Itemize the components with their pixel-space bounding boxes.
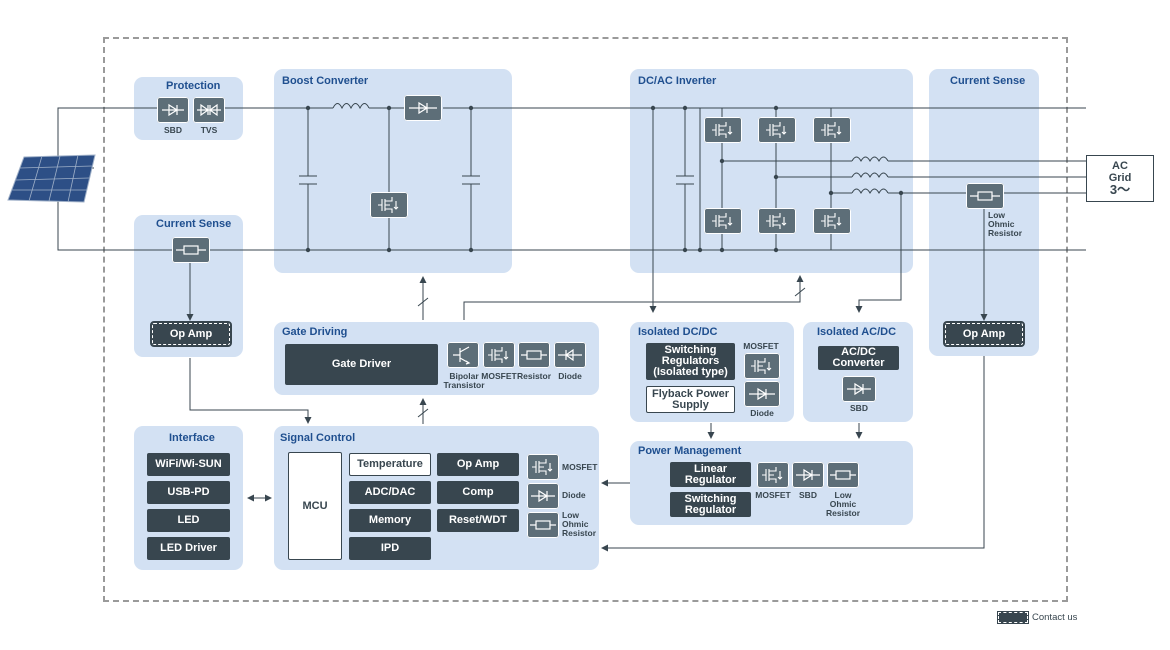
pm-mosfet-icon[interactable] xyxy=(757,462,789,488)
reset-wdt-chip[interactable]: Reset/WDT xyxy=(437,509,519,532)
isodcdc-diode-label: Diode xyxy=(750,408,774,418)
current-sense-right-title: Current Sense xyxy=(950,75,1026,87)
boost-converter-title: Boost Converter xyxy=(282,75,369,87)
isolated-acdc-title: Isolated AC/DC xyxy=(817,326,897,338)
adc-dac-chip[interactable]: ADC/DAC xyxy=(349,481,431,504)
sbd-diode-icon[interactable] xyxy=(157,97,189,123)
contact-us-swatch xyxy=(997,611,1029,624)
pm-sbd-icon[interactable] xyxy=(792,462,824,488)
gd-mosfet-icon[interactable] xyxy=(483,342,515,368)
gate-driver-chip[interactable]: Gate Driver xyxy=(285,344,438,385)
ipd-chip[interactable]: IPD xyxy=(349,537,431,560)
dcac-inverter-title: DC/AC Inverter xyxy=(638,75,717,87)
power-management-title: Power Management xyxy=(638,445,742,457)
gd-resistor-icon[interactable] xyxy=(518,342,550,368)
sc-mosfet-icon[interactable] xyxy=(527,454,559,480)
isolated-dcdc-title: Isolated DC/DC xyxy=(638,326,718,338)
isoacdc-sbd-label: SBD xyxy=(850,403,868,413)
sc-diode-label: Diode xyxy=(562,490,586,500)
pm-sbd-label: SBD xyxy=(799,490,817,500)
isodcdc-mosfet-label: MOSFET xyxy=(743,341,779,351)
tvs-label: TVS xyxy=(200,125,218,135)
isodcdc-mosfet-icon[interactable] xyxy=(744,353,780,379)
solar-panel-icon xyxy=(7,154,96,203)
gd-mosfet-label: MOSFET xyxy=(481,371,517,381)
bipolar-transistor-icon[interactable] xyxy=(447,342,479,368)
ac-grid-line-2: Grid xyxy=(1108,172,1132,184)
memory-chip[interactable]: Memory xyxy=(349,509,431,532)
sc-op-amp-chip[interactable]: Op Amp xyxy=(437,453,519,476)
sc-mosfet-label: MOSFET xyxy=(562,462,598,472)
comp-chip[interactable]: Comp xyxy=(437,481,519,504)
inverter-mosfet-5-icon[interactable] xyxy=(758,208,796,234)
boost-converter-block xyxy=(274,69,512,273)
right-shunt-resistor-icon[interactable] xyxy=(966,183,1004,209)
temperature-chip[interactable]: Temperature xyxy=(349,453,431,476)
current-sense-left-title: Current Sense xyxy=(156,218,232,230)
usb-pd-chip[interactable]: USB-PD xyxy=(147,481,230,504)
interface-title: Interface xyxy=(169,432,215,444)
ac-grid-line-1: AC xyxy=(1112,160,1128,172)
isodcdc-diode-icon[interactable] xyxy=(744,381,780,407)
led-driver-chip[interactable]: LED Driver xyxy=(147,537,230,560)
left-shunt-resistor-icon[interactable] xyxy=(172,237,210,263)
inverter-mosfet-1-icon[interactable] xyxy=(704,117,742,143)
protection-title: Protection xyxy=(166,80,221,92)
gate-driving-title: Gate Driving xyxy=(282,326,348,338)
boost-diode-icon[interactable] xyxy=(404,95,442,121)
ac-grid-line-3: 3～ xyxy=(1109,182,1131,197)
isoacdc-sbd-icon[interactable] xyxy=(842,376,876,402)
led-chip[interactable]: LED xyxy=(147,509,230,532)
wifi-wisun-chip[interactable]: WiFi/Wi-SUN xyxy=(147,453,230,476)
pm-mosfet-label: MOSFET xyxy=(755,490,791,500)
inverter-mosfet-4-icon[interactable] xyxy=(704,208,742,234)
signal-control-title: Signal Control xyxy=(280,432,356,444)
ac-grid-box: AC Grid 3～ xyxy=(1086,155,1154,202)
inverter-mosfet-2-icon[interactable] xyxy=(758,117,796,143)
gd-diode-icon[interactable] xyxy=(554,342,586,368)
sc-diode-icon[interactable] xyxy=(527,483,559,509)
right-op-amp-chip[interactable]: Op Amp xyxy=(943,321,1025,347)
mcu-chip[interactable]: MCU xyxy=(288,452,342,560)
pm-resistor-icon[interactable] xyxy=(827,462,859,488)
gd-resistor-label: Resistor xyxy=(516,371,551,381)
left-op-amp-chip[interactable]: Op Amp xyxy=(150,321,232,347)
isolated-acdc-block xyxy=(803,322,913,422)
sc-resistor-icon[interactable] xyxy=(527,512,559,538)
tvs-diode-icon[interactable] xyxy=(193,97,225,123)
system-boundary xyxy=(103,37,1068,602)
boost-mosfet-icon[interactable] xyxy=(370,192,408,218)
dcac-inverter-block xyxy=(630,69,913,273)
contact-us-legend[interactable]: Contact us xyxy=(997,611,1078,624)
inverter-mosfet-6-icon[interactable] xyxy=(813,208,851,234)
sbd-label: SBD xyxy=(164,125,182,135)
inverter-mosfet-3-icon[interactable] xyxy=(813,117,851,143)
gd-diode-label: Diode xyxy=(558,371,582,381)
contact-us-label: Contact us xyxy=(1032,612,1078,623)
